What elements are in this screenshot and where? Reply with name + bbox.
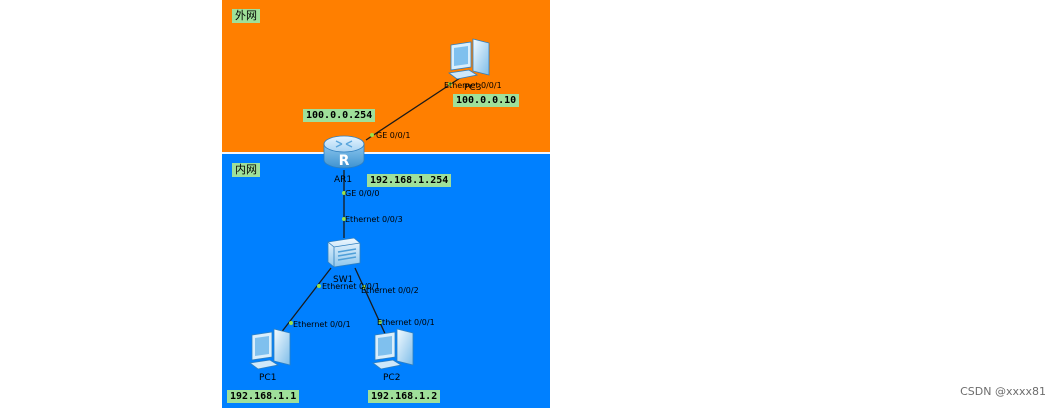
link-switch-pc1 xyxy=(276,267,332,339)
svg-text:R: R xyxy=(339,153,350,169)
link-router-pc3 xyxy=(365,77,461,141)
port-dot-pc2-eth001 xyxy=(378,320,382,324)
switch-icon[interactable] xyxy=(324,236,362,268)
port-dot-router-ge001 xyxy=(370,133,374,137)
router-external-ip: 100.0.0.254 xyxy=(303,109,376,122)
pc2-name: PC2 xyxy=(383,373,401,383)
port-label-pc3-eth001: Ethernet 0/0/1 xyxy=(444,81,502,90)
pc1-name: PC1 xyxy=(259,373,277,383)
port-dot-sw-eth001 xyxy=(317,284,321,288)
link-switch-pc2 xyxy=(354,267,388,339)
port-label-pc2-eth001: Ethernet 0/0/1 xyxy=(377,318,435,327)
port-label-sw-eth002: Ethernet 0/0/2 xyxy=(361,286,419,295)
watermark: CSDN @xxxx81 xyxy=(960,385,1046,398)
switch-name: SW1 xyxy=(333,275,354,285)
port-label-router-ge000: GE 0/0/0 xyxy=(345,189,380,198)
port-label-router-ge001: GE 0/0/1 xyxy=(376,131,411,140)
port-dot-sw-eth002 xyxy=(362,285,366,289)
external-zone-label: 外网 xyxy=(232,9,260,23)
port-label-pc1-eth001: Ethernet 0/0/1 xyxy=(293,320,351,329)
port-dot-sw-eth003 xyxy=(342,217,346,221)
port-dot-pc1-eth001 xyxy=(289,321,293,325)
port-dot-router-ge000 xyxy=(342,191,346,195)
internal-zone-label: 内网 xyxy=(232,163,260,177)
pc3-name: PC3 xyxy=(464,83,482,93)
pc2-ip: 192.168.1.2 xyxy=(368,390,441,403)
router-internal-ip: 192.168.1.254 xyxy=(367,174,452,187)
router-icon[interactable]: R xyxy=(322,132,366,172)
pc-icon[interactable] xyxy=(248,327,294,371)
pc-icon[interactable] xyxy=(447,37,493,81)
zone-divider xyxy=(222,152,550,154)
pc1-ip: 192.168.1.1 xyxy=(227,390,300,403)
pc-icon[interactable] xyxy=(371,327,417,371)
pc3-ip: 100.0.0.10 xyxy=(453,94,520,107)
port-label-sw-eth001: Ethernet 0/0/1 xyxy=(322,282,380,291)
port-label-sw-eth003: Ethernet 0/0/3 xyxy=(345,215,403,224)
port-dot-pc3-eth001 xyxy=(448,82,452,86)
router-name: AR1 xyxy=(334,175,353,185)
